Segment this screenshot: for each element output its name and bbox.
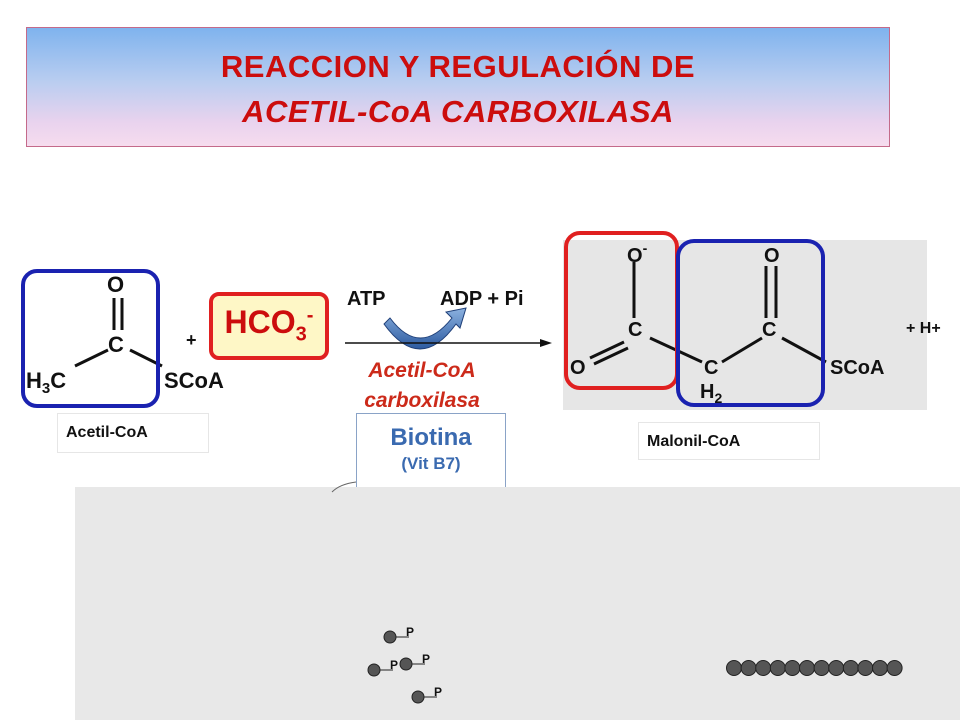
svg-text:O-: O-	[627, 240, 648, 267]
malonyl-keto-oxygen: O	[764, 245, 780, 267]
acetyl-hydrogen-subscript: 3	[42, 380, 50, 397]
title-line-2: ACETIL-CoA CARBOXILASA	[242, 94, 674, 129]
polymer-bead	[740, 660, 757, 676]
svg-text:H2: H2	[700, 381, 722, 406]
phospho-subunit-graphic	[399, 657, 425, 671]
polymer-bead	[872, 660, 888, 676]
proton-label: + H+	[906, 320, 941, 337]
polymer-bead	[784, 660, 801, 676]
phosphate-label: P	[406, 625, 415, 639]
malonyl-methylene-carbon: C	[704, 357, 718, 379]
biotin-name: Biotina	[390, 424, 472, 451]
acetyl-highlight-box	[21, 269, 160, 408]
acetyl-coa-label: Acetil-CoA	[57, 413, 209, 453]
polymer-bead	[857, 660, 874, 676]
phosphate-label: P	[434, 685, 443, 699]
acetyl-hydrogen: H	[26, 368, 42, 393]
reaction-arrow-head	[540, 339, 552, 347]
title-line-1: REACCION Y REGULACIÓN DE	[220, 49, 696, 84]
svg-text:H3C: H3C	[26, 368, 66, 397]
acetyl-methyl-carbon: C	[50, 368, 66, 393]
polymer-bead	[726, 660, 742, 676]
phospho-subunit-graphic	[367, 663, 393, 677]
malonyl-hydrogen-subscript: 2	[714, 390, 722, 406]
biotin-box: Biotina (Vit B7)	[356, 413, 506, 493]
biotin-vitamin: (Vit B7)	[401, 454, 461, 473]
phosphate-label: P	[390, 658, 399, 672]
cofactor-curved-arrow	[383, 307, 467, 350]
bicarbonate-charge: -	[306, 304, 314, 327]
bicarbonate-formula: HCO	[224, 304, 296, 340]
malonyl-coa-label: Malonil-CoA	[638, 422, 820, 460]
malonyl-carboxyl-carbon: C	[628, 319, 642, 341]
malonyl-carboxylate-oxygen: O	[627, 245, 643, 267]
enzyme-name: Acetil-CoA carboxilasa	[332, 356, 512, 416]
phosphate-label: P	[422, 652, 431, 666]
enzyme-name-line-1: Acetil-CoA	[368, 359, 476, 382]
enzyme-name-line-2: carboxilasa	[364, 389, 480, 412]
polymer-bead	[828, 660, 845, 676]
polymer-bead	[813, 660, 830, 676]
title-banner: REACCION Y REGULACIÓN DE ACETIL-CoA CARB…	[26, 27, 890, 147]
malonyl-scoa: SCoA	[830, 357, 884, 379]
enzyme-polymer-filament	[726, 660, 903, 676]
malonyl-oxygen-charge: -	[643, 240, 648, 256]
bicarbonate-box: HCO3-	[209, 292, 329, 360]
malonyl-double-bond-oxygen: O	[570, 357, 586, 379]
acetyl-oxygen: O	[107, 272, 124, 297]
regulation-panel	[75, 487, 960, 720]
acetyl-carbon: C	[108, 332, 124, 357]
malonyl-hydrogen: H	[700, 381, 714, 403]
phospho-subunit-graphic	[383, 630, 409, 644]
polymer-bead	[755, 660, 772, 676]
malonyl-structure-panel	[563, 240, 927, 410]
malonyl-thioester-carbon: C	[762, 319, 776, 341]
plus-sign: +	[186, 330, 197, 350]
adp-pi-label: ADP + Pi	[440, 288, 524, 310]
malonyl-acetyl-highlight-box	[676, 239, 825, 407]
bicarbonate-subscript: 3	[295, 323, 307, 346]
polymer-bead	[769, 660, 786, 676]
acetyl-scoa: SCoA	[164, 368, 224, 393]
phospho-subunit-graphic	[411, 690, 437, 704]
atp-label: ATP	[347, 288, 386, 310]
polymer-bead	[842, 660, 859, 676]
polymer-bead	[799, 660, 815, 676]
polymer-bead	[886, 660, 903, 676]
